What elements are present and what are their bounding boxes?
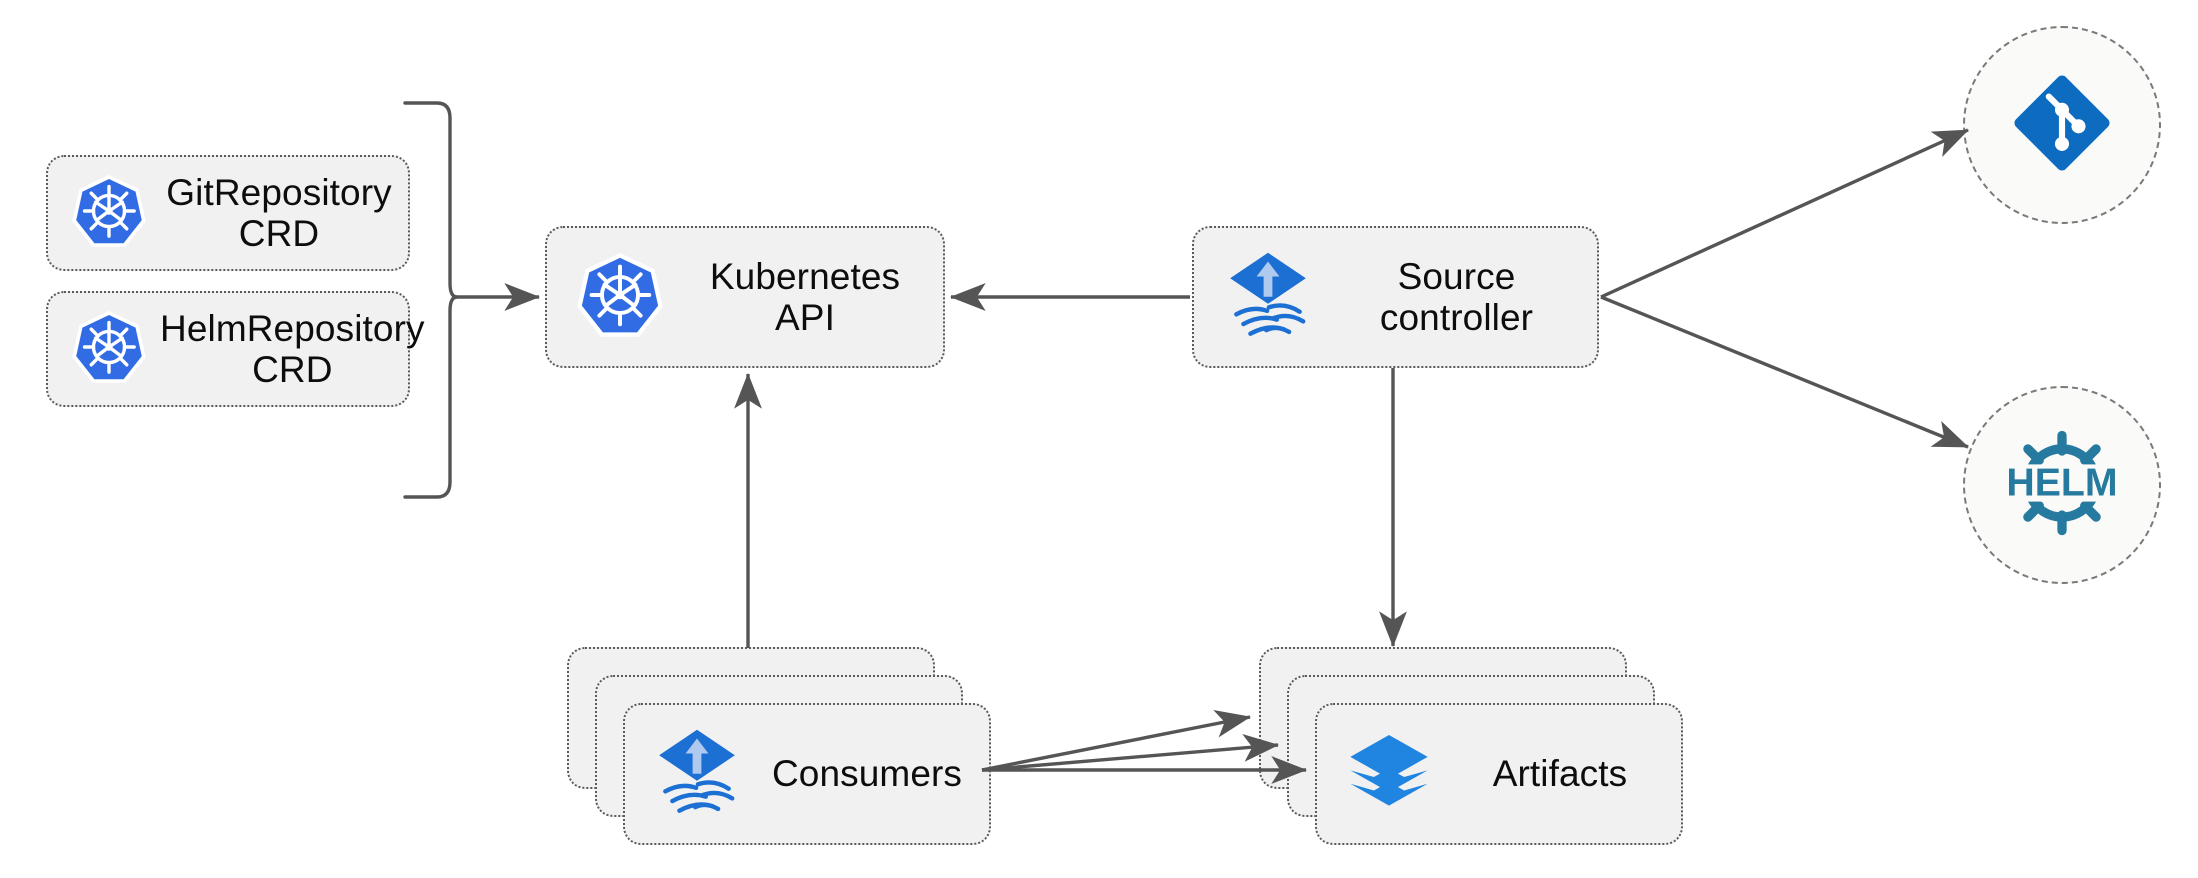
- node-source-controller[interactable]: Source controller: [1192, 226, 1599, 368]
- node-label: Artifacts: [1492, 753, 1628, 795]
- artifacts-card-front[interactable]: Artifacts: [1315, 703, 1683, 845]
- crd-bracket: [403, 101, 458, 499]
- layers-icon: [1347, 730, 1431, 819]
- node-label: Kubernetes API: [709, 255, 901, 338]
- kubernetes-icon: [577, 252, 663, 343]
- helm-icon: HELM: [2000, 421, 2124, 550]
- consumers-card-front[interactable]: Consumers: [623, 703, 991, 845]
- node-label: Source controller: [1379, 255, 1534, 338]
- helm-wordmark: HELM: [2006, 460, 2117, 504]
- flux-icon: [1224, 249, 1312, 346]
- edge-consumers-to-artifacts-top: [981, 710, 1252, 772]
- node-label: Consumers: [771, 753, 963, 795]
- node-git-source[interactable]: [1963, 26, 2161, 224]
- node-kubernetes-api[interactable]: Kubernetes API: [545, 226, 945, 368]
- node-helm-source[interactable]: HELM: [1963, 386, 2161, 584]
- node-git-repository-crd[interactable]: GitRepository CRD: [46, 155, 410, 271]
- edge-source-controller-to-git: [1600, 128, 1969, 299]
- edge-source-controller-to-helm: [1600, 295, 1969, 449]
- flux-icon: [653, 726, 741, 823]
- node-helm-repository-crd[interactable]: HelmRepository CRD: [46, 291, 424, 407]
- kubernetes-icon: [72, 174, 146, 253]
- git-icon: [2007, 68, 2117, 183]
- node-label: HelmRepository CRD: [160, 307, 425, 390]
- node-label: GitRepository CRD: [166, 171, 392, 254]
- edge-consumers-to-artifacts-middle: [981, 734, 1280, 772]
- kubernetes-icon: [72, 310, 146, 389]
